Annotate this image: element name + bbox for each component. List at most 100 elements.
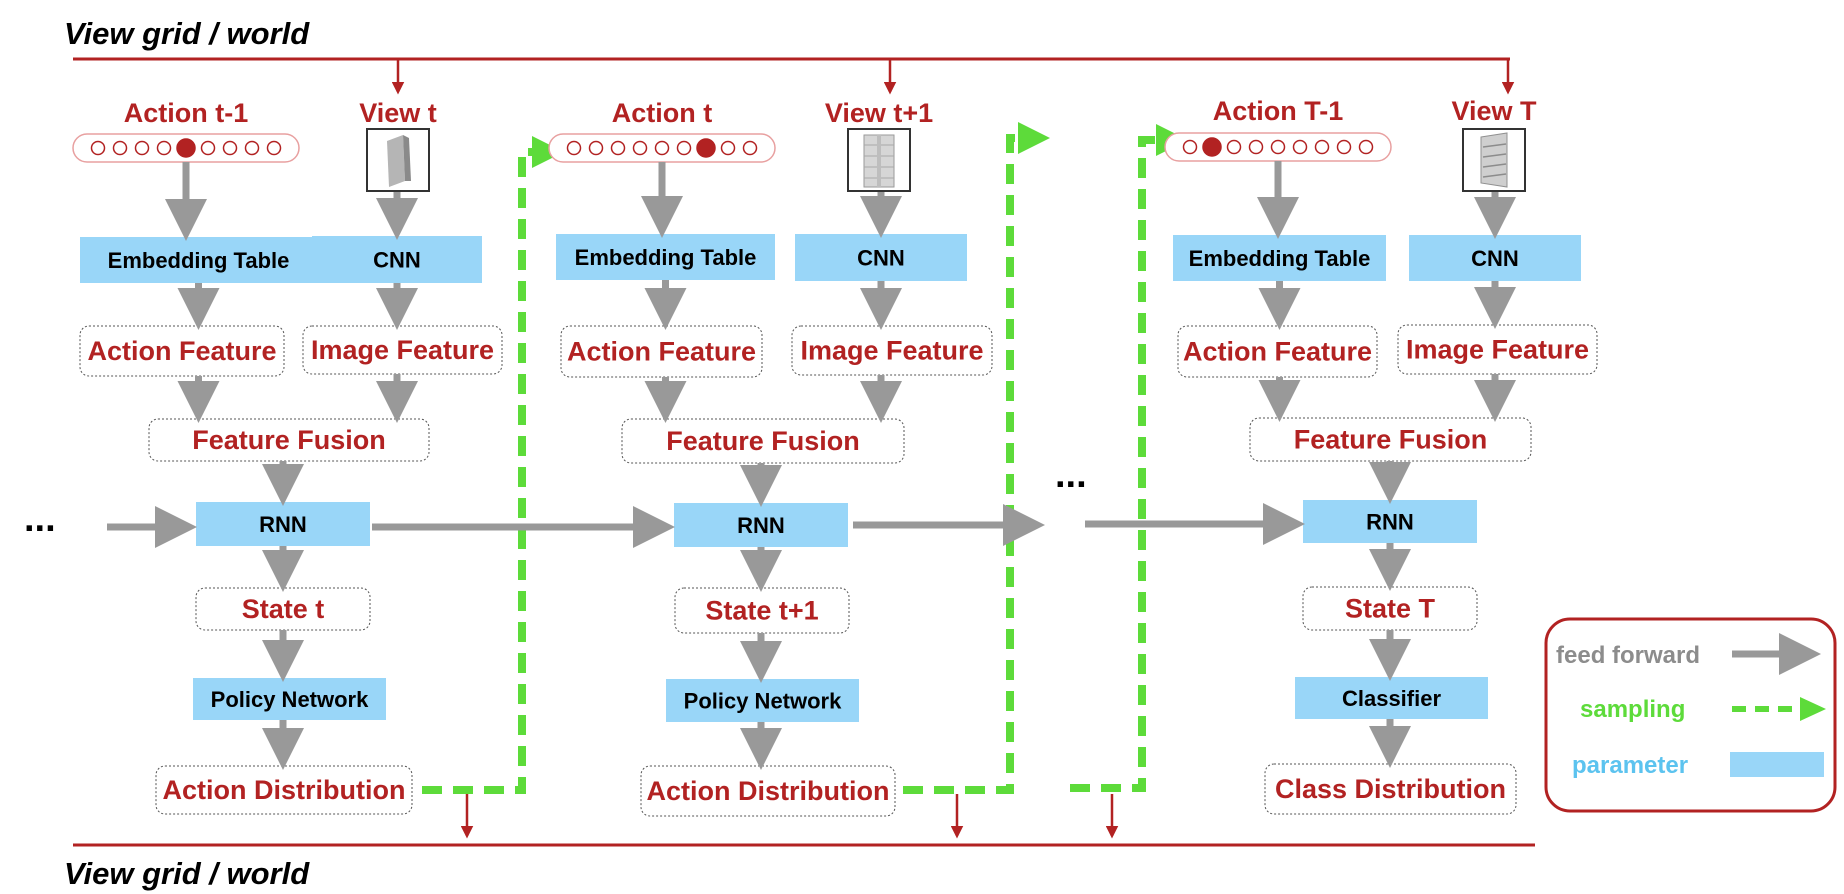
classifier-box-label: Classifier (1342, 686, 1441, 711)
rnn-box: RNN (674, 503, 848, 547)
action-feature-box: Action Feature (79, 325, 285, 377)
onehot-dot (1182, 139, 1198, 155)
legend-parameter-swatch (1730, 752, 1824, 777)
action-distribution-box-label: Action Distribution (647, 776, 890, 806)
sampling-path-1 (422, 136, 564, 794)
image-feature-box: Image Feature (791, 325, 993, 376)
onehot-dot (1270, 139, 1286, 155)
action-label: Action t-1 (124, 98, 249, 128)
action-onehot-vector (72, 133, 300, 163)
ellipsis-left: ... (24, 498, 56, 540)
onehot-dot (134, 140, 150, 156)
action-onehot-vector (548, 133, 776, 163)
timestep-column-3: Action T-1 View T Embedding Table CNN Action… (1164, 96, 1598, 815)
recurrent-arrows (107, 503, 1305, 548)
rnn-box-label: RNN (737, 513, 785, 538)
policy-network-box: Policy Network (193, 678, 386, 720)
action-distribution-box-label: Action Distribution (163, 775, 406, 805)
view-label: View t (359, 98, 437, 128)
onehot-dot (654, 140, 670, 156)
onehot-dot (566, 140, 582, 156)
feature-fusion-box: Feature Fusion (1249, 417, 1532, 462)
view-thumbnail-icon (366, 128, 430, 192)
onehot-dot-active (176, 138, 196, 158)
onehot-dot (1248, 139, 1264, 155)
onehot-dot (200, 140, 216, 156)
action-label: Action t (612, 98, 713, 128)
ellipsis-middle: ... (1055, 454, 1087, 496)
action-onehot-vector (1164, 132, 1392, 162)
embedding-table-box: Embedding Table (1173, 235, 1386, 281)
image-feature-box-label: Image Feature (1406, 335, 1589, 365)
embedding-table-box: Embedding Table (556, 234, 775, 280)
onehot-dot (720, 140, 736, 156)
cnn-box: CNN (1409, 235, 1581, 281)
class-distribution-box: Class Distribution (1264, 763, 1517, 815)
view-label: View t+1 (825, 98, 933, 128)
image-feature-box: Image Feature (1397, 324, 1598, 375)
world-top-line (73, 57, 1515, 95)
action-feature-box-label: Action Feature (1183, 337, 1372, 367)
class-distribution-box-label: Class Distribution (1275, 774, 1506, 804)
legend-sampling-arrowhead (1800, 697, 1826, 721)
image-feature-box-label: Image Feature (800, 336, 983, 366)
cnn-box-label: CNN (373, 248, 421, 273)
onehot-dot (266, 140, 282, 156)
onehot-dot (222, 140, 238, 156)
rnn-box: RNN (1303, 500, 1477, 543)
embedding-table-box: Embedding Table (80, 237, 317, 283)
policy-network-box: Policy Network (666, 679, 859, 722)
legend: feed forward sampling parameter (1544, 617, 1837, 813)
state-box-label: State T (1345, 594, 1436, 624)
sampling-path-3 (1070, 124, 1188, 792)
action-feature-box-label: Action Feature (567, 337, 756, 367)
world-title-bottom: View grid / world (64, 856, 310, 891)
onehot-dot-active (696, 138, 716, 158)
cnn-box: CNN (312, 236, 482, 283)
image-feature-box-label: Image Feature (311, 335, 494, 365)
embedding-table-box-label: Embedding Table (1189, 246, 1371, 271)
cnn-box-label: CNN (1471, 246, 1519, 271)
state-box-label: State t (242, 594, 325, 624)
onehot-dot (632, 140, 648, 156)
timestep-column-1: Action t-1 View t Embedding Table CNN Action… (72, 98, 503, 815)
onehot-dot (1226, 139, 1242, 155)
onehot-dot (1292, 139, 1308, 155)
feature-fusion-box-label: Feature Fusion (192, 425, 386, 455)
onehot-dot (1336, 139, 1352, 155)
action-distribution-box: Action Distribution (640, 765, 896, 817)
cnn-box-label: CNN (857, 246, 905, 271)
onehot-dot (742, 140, 758, 156)
embedding-table-box-label: Embedding Table (575, 245, 757, 270)
feature-fusion-box: Feature Fusion (148, 418, 430, 462)
cnn-box: CNN (795, 234, 967, 281)
legend-feed-forward-label: feed forward (1556, 642, 1700, 669)
onehot-dot (156, 140, 172, 156)
view-label: View T (1451, 96, 1537, 126)
rnn-box-label: RNN (1366, 510, 1414, 535)
policy-network-box-label: Policy Network (211, 687, 369, 712)
state-box-label: State t+1 (705, 596, 818, 626)
legend-sampling-label: sampling (1580, 696, 1685, 723)
onehot-dot (244, 140, 260, 156)
onehot-dot (676, 140, 692, 156)
state-box: State t (195, 587, 371, 631)
legend-parameter-label: parameter (1572, 752, 1688, 779)
action-feature-box: Action Feature (1177, 325, 1378, 378)
feature-fusion-box: Feature Fusion (621, 418, 905, 464)
classifier-box: Classifier (1295, 677, 1488, 719)
sampling-paths (422, 122, 1188, 794)
feature-fusion-box-label: Feature Fusion (666, 426, 860, 456)
rnn-box: RNN (196, 502, 370, 546)
onehot-dot (112, 140, 128, 156)
world-title-top: View grid / world (64, 16, 310, 51)
view-thumbnail-icon (847, 128, 911, 192)
feature-fusion-box-label: Feature Fusion (1294, 425, 1488, 455)
action-label: Action T-1 (1213, 96, 1344, 126)
onehot-dot (90, 140, 106, 156)
policy-network-box-label: Policy Network (684, 689, 842, 714)
action-distribution-box: Action Distribution (155, 765, 413, 815)
state-box: State T (1302, 586, 1478, 631)
embedding-table-box-label: Embedding Table (108, 248, 290, 273)
